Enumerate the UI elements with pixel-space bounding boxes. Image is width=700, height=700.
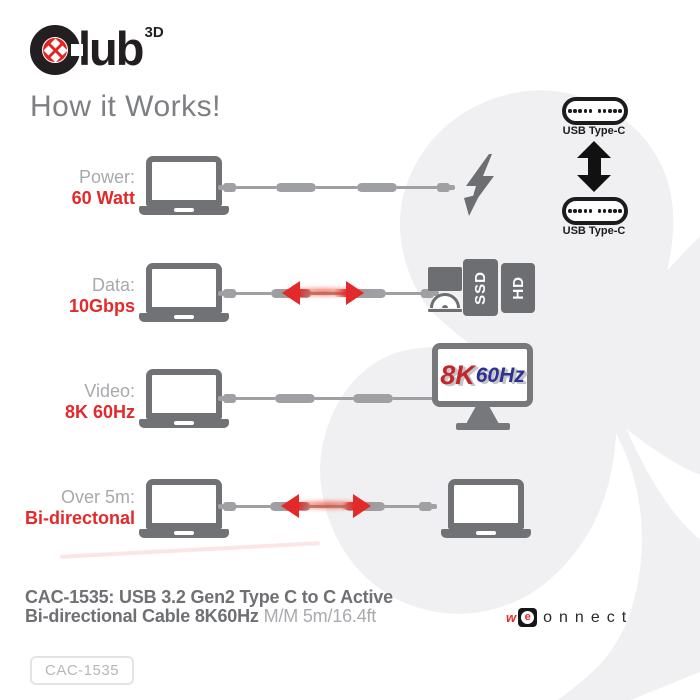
club-symbol-icon [43, 38, 67, 62]
weconnect-w: w [506, 610, 517, 625]
weconnect-e: e [524, 611, 531, 623]
over5m-label: Over 5m: [60, 487, 135, 507]
over5m-value: Bi-directonal [24, 508, 135, 528]
video-label: Video: [84, 381, 135, 401]
laptop-icon [138, 479, 230, 538]
laptop-icon [138, 369, 230, 428]
ssd-icon: SSD [463, 259, 498, 316]
power-label: Power: [78, 167, 135, 187]
video-value: 8K 60Hz [64, 402, 135, 422]
usb-cable [218, 181, 455, 193]
club3d-c-icon [30, 25, 83, 75]
footer-title-line1: CAC-1535: USB 3.2 Gen2 Type C to C Activ… [25, 587, 393, 607]
hd-icon: HD [501, 263, 535, 313]
usb-type-c-connector-icon [562, 97, 628, 125]
laptop-icon [440, 479, 532, 538]
data-value: 10Gbps [68, 296, 135, 316]
footer-line2-light: M/M 5m/16.4ft [263, 606, 377, 626]
usb-type-c-connector-icon-2 [562, 197, 628, 225]
connector-pins [567, 209, 622, 213]
footer-line2-bold: Bi-directional Cable 8K60Hz [25, 606, 259, 626]
monitor-icon: 8K 60Hz [432, 343, 533, 430]
laptop-icon [138, 156, 230, 215]
bidirectional-arrow-icon [577, 141, 611, 192]
weconnect-logo: w e onnect [506, 608, 633, 627]
sku-badge: CAC-1535 [30, 656, 135, 685]
optical-drive-icon [428, 267, 462, 312]
usb-type-c-label-top: USB Type-C [562, 125, 626, 137]
monitor-60hz-text: 60Hz [475, 363, 525, 387]
data-flow-arrow-left-icon [281, 494, 311, 518]
ssd-label: SSD [472, 270, 489, 305]
data-label: Data: [91, 275, 135, 295]
power-value: 60 Watt [71, 188, 135, 208]
logo-3d-sup: 3D [144, 24, 164, 41]
usb-cable [218, 392, 451, 404]
monitor-8k-text: 8K [440, 359, 475, 390]
logo-text: lub [78, 21, 144, 75]
lightning-icon [464, 154, 494, 216]
page-heading: How it Works! [30, 90, 221, 123]
hd-label: HD [509, 276, 527, 300]
data-flow-arrow-right-icon [341, 494, 371, 518]
connector-pins [567, 109, 622, 113]
data-flow-arrow-right-icon [334, 281, 364, 305]
usb-type-c-label-bottom: USB Type-C [562, 225, 626, 237]
data-flow-arrow-left-icon [282, 281, 312, 305]
weconnect-badge-icon: e [518, 608, 538, 627]
laptop-icon [138, 263, 230, 322]
weconnect-text: onnect [543, 608, 634, 626]
club3d-logo: lub 3D [30, 22, 164, 78]
